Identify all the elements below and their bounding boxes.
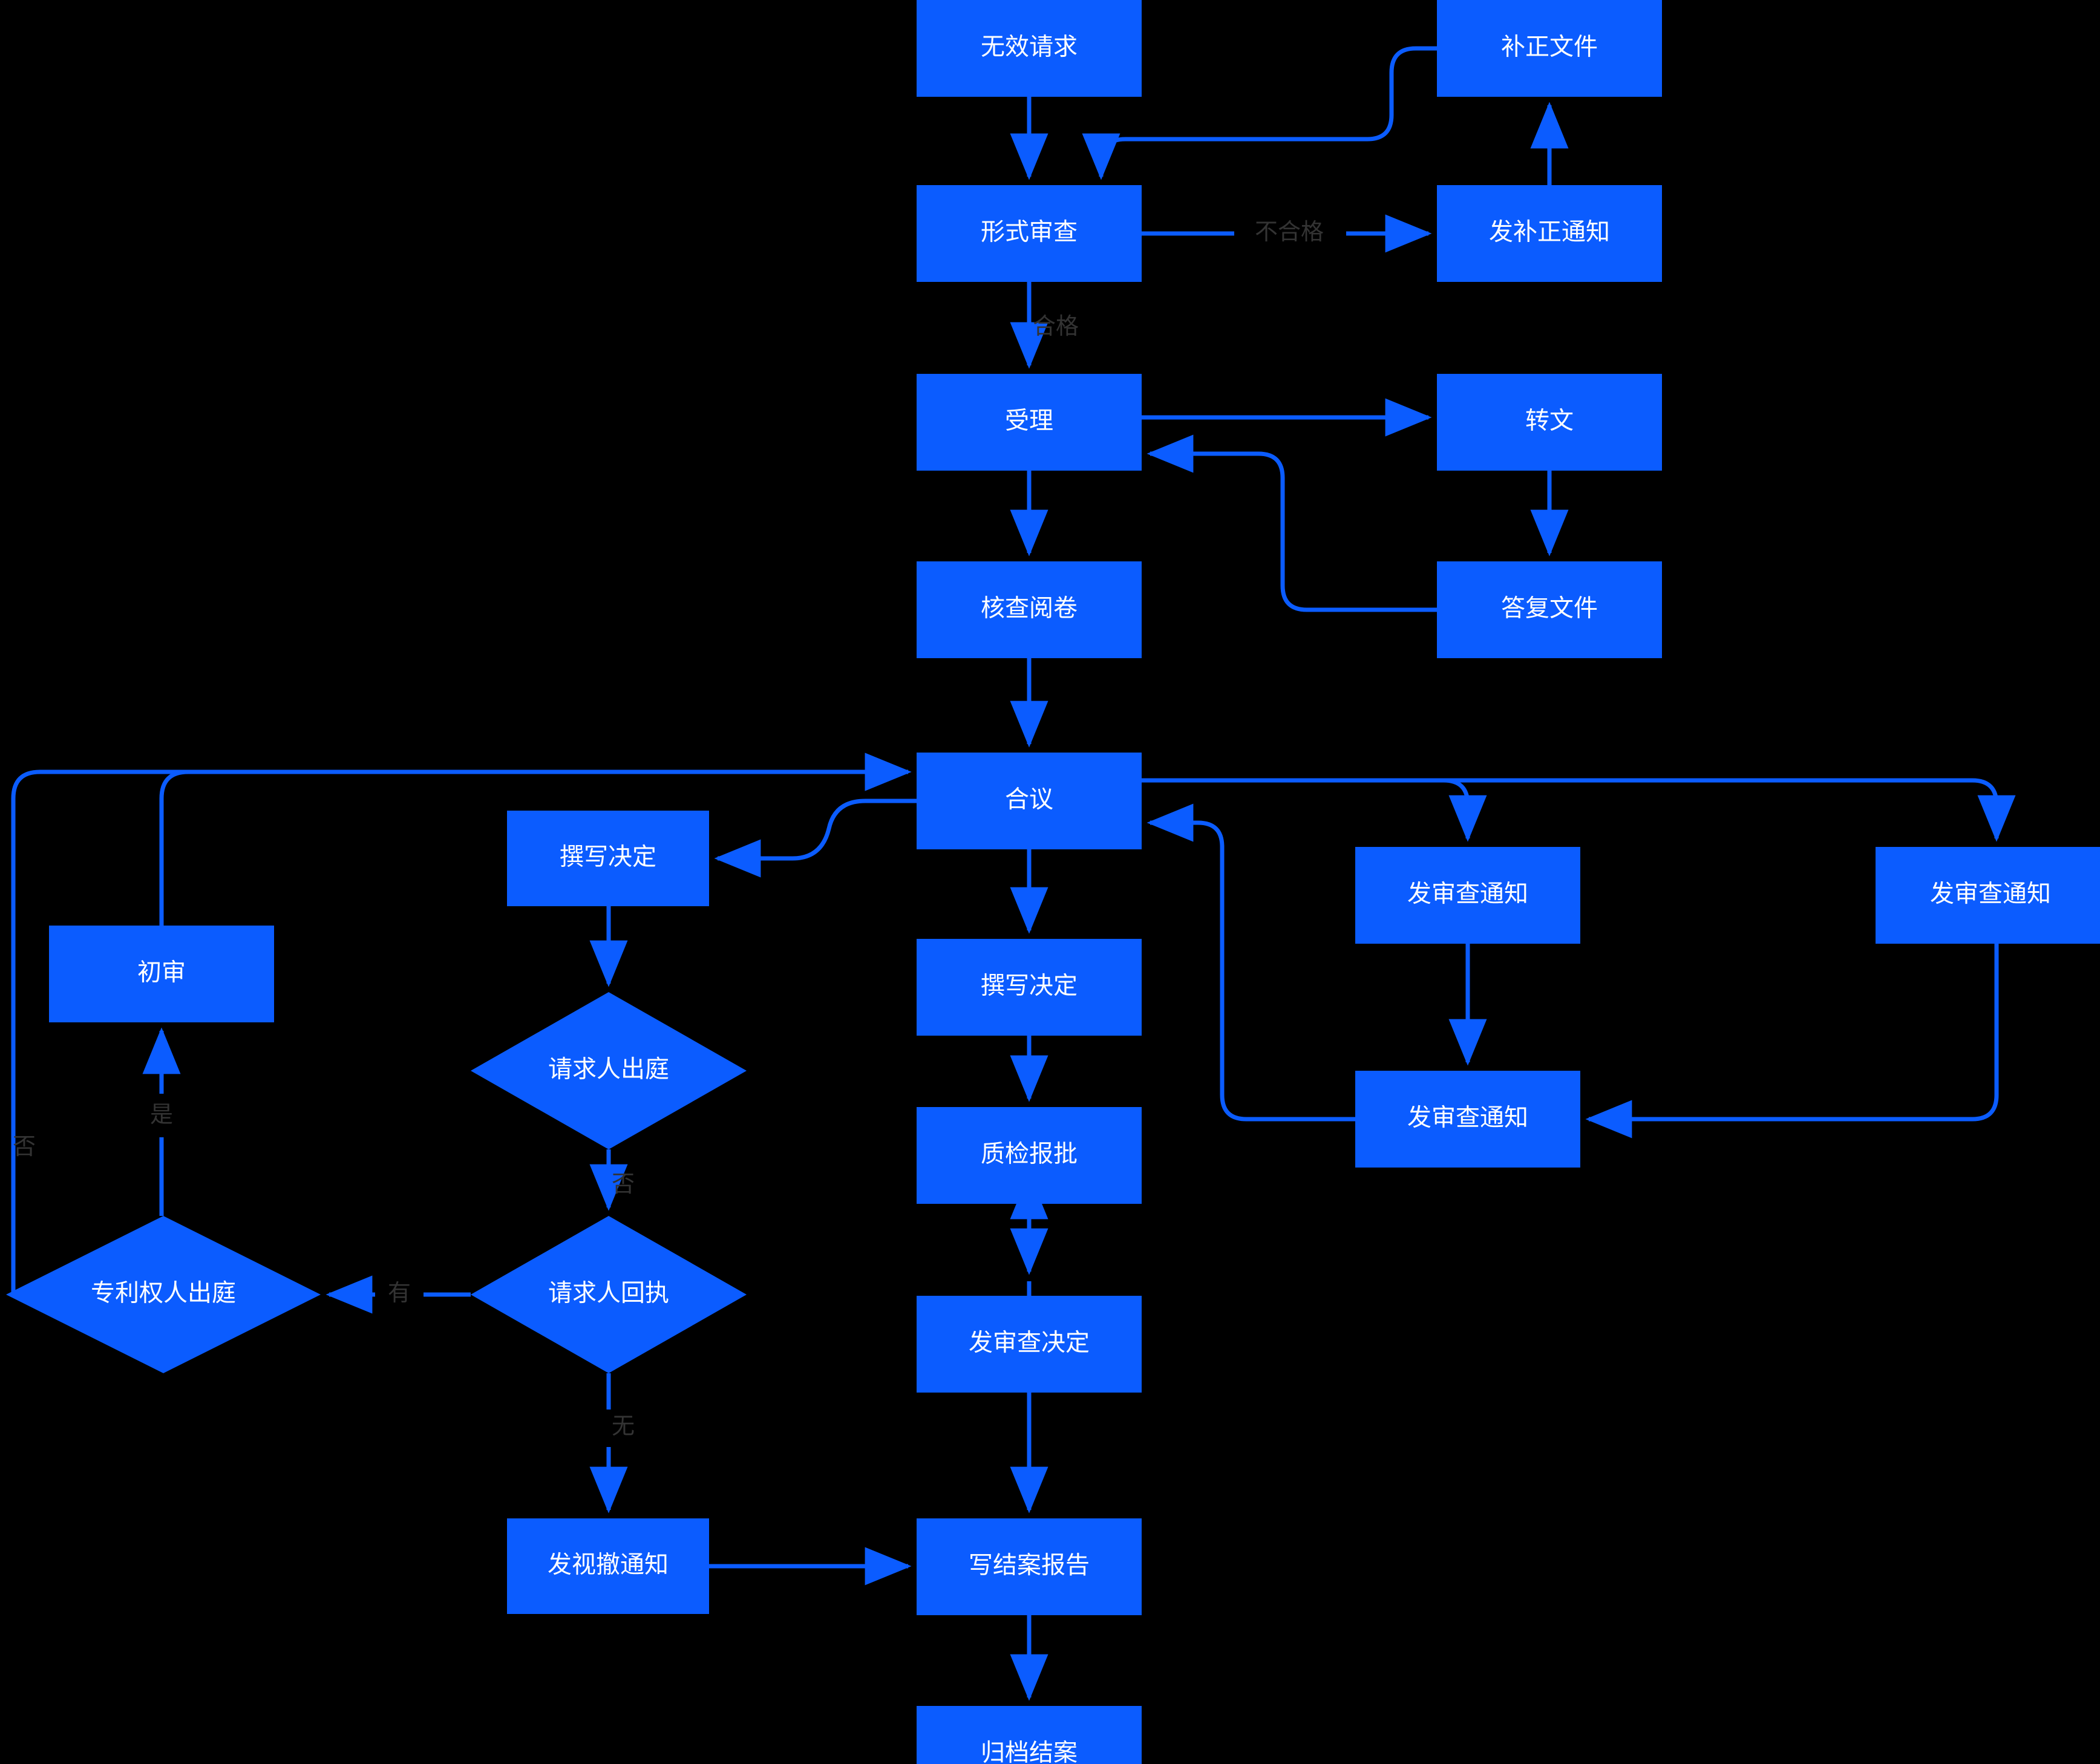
node-petitioner-receipt[interactable]: 请求人回执: [471, 1216, 747, 1373]
node-formal-review[interactable]: 形式审查: [917, 185, 1142, 282]
node-label: 归档结案: [981, 1740, 1078, 1764]
node-panel-deliberation[interactable]: 合议: [917, 753, 1142, 849]
edge-reply-doc-to-accept: [1146, 434, 1437, 612]
node-label: 发审查通知: [1407, 881, 1528, 907]
node-transfer-document[interactable]: 转文: [1437, 374, 1662, 471]
edge-exam-notice-right-to-bottom: [1585, 944, 1999, 1138]
node-label: 请求人回执: [548, 1280, 669, 1307]
node-patentee-appear[interactable]: 专利权人出庭: [6, 1216, 321, 1373]
node-label: 补正文件: [1501, 34, 1598, 60]
edges-layer: [11, 46, 2016, 1701]
node-label: 形式审查: [981, 219, 1078, 246]
node-label: 核查阅卷: [981, 595, 1078, 622]
node-label: 撰写决定: [981, 973, 1078, 999]
node-label: 撰写决定: [560, 844, 656, 871]
edge-initial-review-to-panel: [159, 753, 912, 926]
node-label: 发视撤通知: [548, 1552, 669, 1578]
node-file-review[interactable]: 核查阅卷: [917, 561, 1142, 658]
edge-label-no-petitioner: 否: [612, 1172, 635, 1197]
node-label: 发审查通知: [1930, 881, 2051, 907]
node-qc-approval[interactable]: 质检报批: [917, 1107, 1142, 1204]
node-initial-review[interactable]: 初审: [49, 926, 274, 1022]
node-correction-document[interactable]: 补正文件: [1437, 0, 1662, 97]
node-draft-decision-center[interactable]: 撰写决定: [917, 939, 1142, 1036]
node-label: 受理: [1005, 408, 1053, 434]
edge-exam-notice-bottom-to-panel: [1146, 803, 1355, 1122]
node-exam-notice-bottom[interactable]: 发审查通知: [1355, 1071, 1580, 1168]
node-label: 发审查决定: [969, 1330, 1090, 1356]
node-accept[interactable]: 受理: [917, 374, 1142, 471]
node-label: 答复文件: [1501, 595, 1598, 622]
node-withdraw-notice[interactable]: 发视撤通知: [507, 1518, 709, 1614]
edge-label-unqualified: 不合格: [1255, 220, 1324, 245]
edge-label-no-receipt: 无: [612, 1414, 635, 1439]
edge-panel-to-draft-decision-left: [714, 799, 917, 878]
node-label: 无效请求: [981, 34, 1078, 60]
node-label: 合议: [1005, 786, 1053, 813]
node-label: 初审: [137, 959, 186, 986]
edge-patentee-appear-to-panel-no: [11, 753, 912, 1295]
node-closing-report[interactable]: 写结案报告: [917, 1518, 1142, 1615]
node-label: 转文: [1525, 408, 1574, 434]
edge-label-yes-patentee: 是: [150, 1102, 173, 1128]
node-label: 写结案报告: [969, 1552, 1090, 1579]
node-label: 发审查通知: [1407, 1105, 1528, 1131]
edge-label-has-receipt: 有: [388, 1281, 411, 1306]
nodes-layer: 无效请求 补正文件 形式审查 发补正通知 受理 转文: [6, 0, 2100, 1764]
node-label: 请求人出庭: [548, 1056, 669, 1083]
edge-panel-to-exam-notice-mid: [1142, 778, 1487, 842]
node-exam-notice-mid[interactable]: 发审查通知: [1355, 847, 1580, 944]
node-reply-document[interactable]: 答复文件: [1437, 561, 1662, 658]
node-label: 发补正通知: [1489, 219, 1610, 246]
node-send-correction-notice[interactable]: 发补正通知: [1437, 185, 1662, 282]
node-exam-notice-right[interactable]: 发审查通知: [1876, 847, 2100, 944]
node-label: 专利权人出庭: [91, 1280, 236, 1307]
edge-label-qualified: 合格: [1033, 314, 1079, 339]
node-issue-exam-decision[interactable]: 发审查决定: [917, 1296, 1142, 1393]
node-petitioner-appear[interactable]: 请求人出庭: [471, 992, 747, 1149]
edge-label-no-patentee: 否: [13, 1134, 36, 1160]
edge-panel-to-exam-notice-right: [1142, 778, 2016, 842]
edge-correction-doc-to-formal-review: [1082, 46, 1437, 180]
node-draft-decision-left[interactable]: 撰写决定: [507, 811, 709, 906]
node-invalid-request[interactable]: 无效请求: [917, 0, 1142, 97]
node-label: 质检报批: [981, 1141, 1078, 1168]
edge-labels-layer: 不合格 合格 否 是 否 有 无: [13, 220, 1324, 1439]
node-archive-close[interactable]: 归档结案: [917, 1706, 1142, 1764]
